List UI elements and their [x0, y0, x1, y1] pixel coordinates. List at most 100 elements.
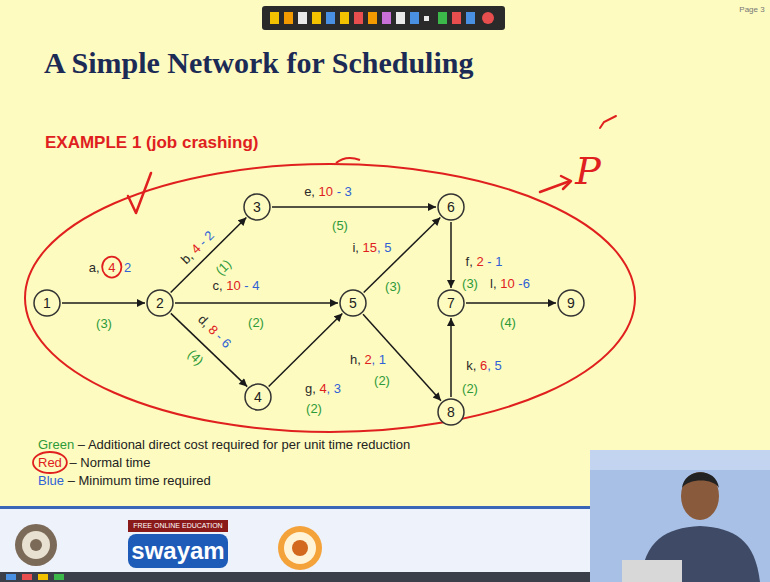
- legend-text: – Minimum time required: [64, 473, 211, 488]
- node-number: 1: [43, 295, 51, 311]
- minimum-time: , 1: [372, 352, 386, 367]
- node-outline: [340, 290, 366, 316]
- crash-cost: (1): [213, 257, 235, 279]
- node-outline: [147, 290, 173, 316]
- minimum-time: -6: [515, 276, 530, 291]
- activity-arrow: [364, 217, 441, 292]
- normal-time: 2: [364, 352, 371, 367]
- crash-cost: (3): [96, 317, 112, 332]
- annotation-circle: [33, 452, 67, 473]
- crash-cost: (2): [374, 374, 390, 389]
- legend-entry: Blue – Minimum time required: [38, 473, 211, 488]
- node-outline: [438, 290, 464, 316]
- activity-arrow: [175, 302, 338, 304]
- event-node: 2: [146, 289, 174, 317]
- node-outline: [438, 194, 464, 220]
- event-node: 6: [437, 193, 465, 221]
- crash-cost: (4): [500, 316, 516, 331]
- normal-time: 4: [319, 381, 326, 396]
- activity-letter: f,: [466, 254, 477, 269]
- minimum-time: - 3: [333, 184, 352, 199]
- legend-color-word: Red: [34, 455, 66, 470]
- activity-letter: c,: [213, 278, 227, 293]
- minimum-time: , 5: [377, 240, 391, 255]
- annotation-stroke: [336, 158, 360, 163]
- node-number: 9: [567, 295, 575, 311]
- minimum-time: , 5: [487, 358, 501, 373]
- crash-cost: (2): [462, 382, 478, 397]
- activity-arrow: [272, 206, 436, 208]
- node-number: 7: [447, 295, 455, 311]
- normal-time: 10: [500, 276, 514, 291]
- activity-letter: e,: [304, 184, 318, 199]
- activity-letter: a,: [89, 260, 103, 275]
- annotation-arrowhead: [561, 176, 571, 189]
- activity-label: i, 15, 5: [352, 241, 391, 256]
- activity-label: e, 10 - 3: [304, 185, 352, 200]
- activity-label: d, 8 - 6: [194, 312, 233, 351]
- logo-name: swayam: [131, 537, 224, 565]
- activity-arrow: [363, 314, 441, 401]
- activity-label: f, 2 - 1: [466, 255, 503, 270]
- activity-arrow: [450, 318, 452, 397]
- legend-text: – Normal time: [66, 455, 151, 470]
- minimum-time: - 1: [484, 254, 503, 269]
- normal-time: 15: [363, 240, 377, 255]
- activity-label: g, 4, 3: [305, 382, 341, 397]
- page-number: Page 3: [739, 5, 764, 14]
- event-node: 5: [339, 289, 367, 317]
- node-number: 6: [447, 199, 455, 215]
- minimum-time: , 3: [327, 381, 341, 396]
- logo-tagline: FREE ONLINE EDUCATION: [133, 522, 222, 530]
- activity-arrow: [466, 302, 556, 304]
- crash-cost: (2): [306, 402, 322, 417]
- slide-title: A Simple Network for Scheduling: [44, 46, 473, 80]
- event-node: 3: [243, 193, 271, 221]
- legend-color-word: Green: [38, 437, 74, 452]
- node-outline: [558, 290, 584, 316]
- activity-label: a, 4 2: [89, 261, 132, 276]
- toolbar: [262, 6, 505, 30]
- normal-time: 10: [319, 184, 333, 199]
- minimum-time: 2: [120, 260, 131, 275]
- crash-cost: (3): [462, 277, 478, 292]
- activity-letter: i,: [352, 240, 362, 255]
- activity-arrow: [171, 218, 247, 293]
- activity-label: k, 6, 5: [466, 359, 501, 374]
- legend-color-word: Blue: [38, 473, 64, 488]
- crash-cost: (4): [184, 347, 206, 369]
- check-mark: [128, 173, 151, 213]
- activity-arrow: [450, 222, 452, 288]
- activity-label: l, 10 -6: [490, 277, 530, 292]
- activity-letter: l,: [490, 276, 500, 291]
- activity-arrow: [269, 314, 343, 387]
- node-number: 2: [156, 295, 164, 311]
- node-outline: [244, 194, 270, 220]
- legend-text: – Additional direct cost required for pe…: [74, 437, 410, 452]
- node-outline: [245, 384, 271, 410]
- annotation-tick: [600, 116, 616, 128]
- crash-cost: (5): [332, 219, 348, 234]
- minimum-time: - 4: [241, 278, 260, 293]
- normal-time: 2: [476, 254, 483, 269]
- event-node: 7: [437, 289, 465, 317]
- legend-entry: Green – Additional direct cost required …: [38, 437, 410, 452]
- crash-cost: (3): [385, 280, 401, 295]
- crash-cost: (2): [248, 316, 264, 331]
- normal-time: 10: [226, 278, 240, 293]
- node-number: 8: [447, 404, 455, 420]
- activity-letter: h,: [350, 352, 364, 367]
- node-number: 3: [253, 199, 261, 215]
- node-number: 4: [254, 389, 262, 405]
- node-number: 5: [349, 295, 357, 311]
- presenter-video: [590, 450, 770, 582]
- node-outline: [34, 290, 60, 316]
- handwritten-letter: P: [575, 150, 601, 194]
- annotation-circle: [102, 257, 121, 278]
- activity-arrow: [62, 302, 145, 304]
- activity-label: h, 2, 1: [350, 353, 386, 368]
